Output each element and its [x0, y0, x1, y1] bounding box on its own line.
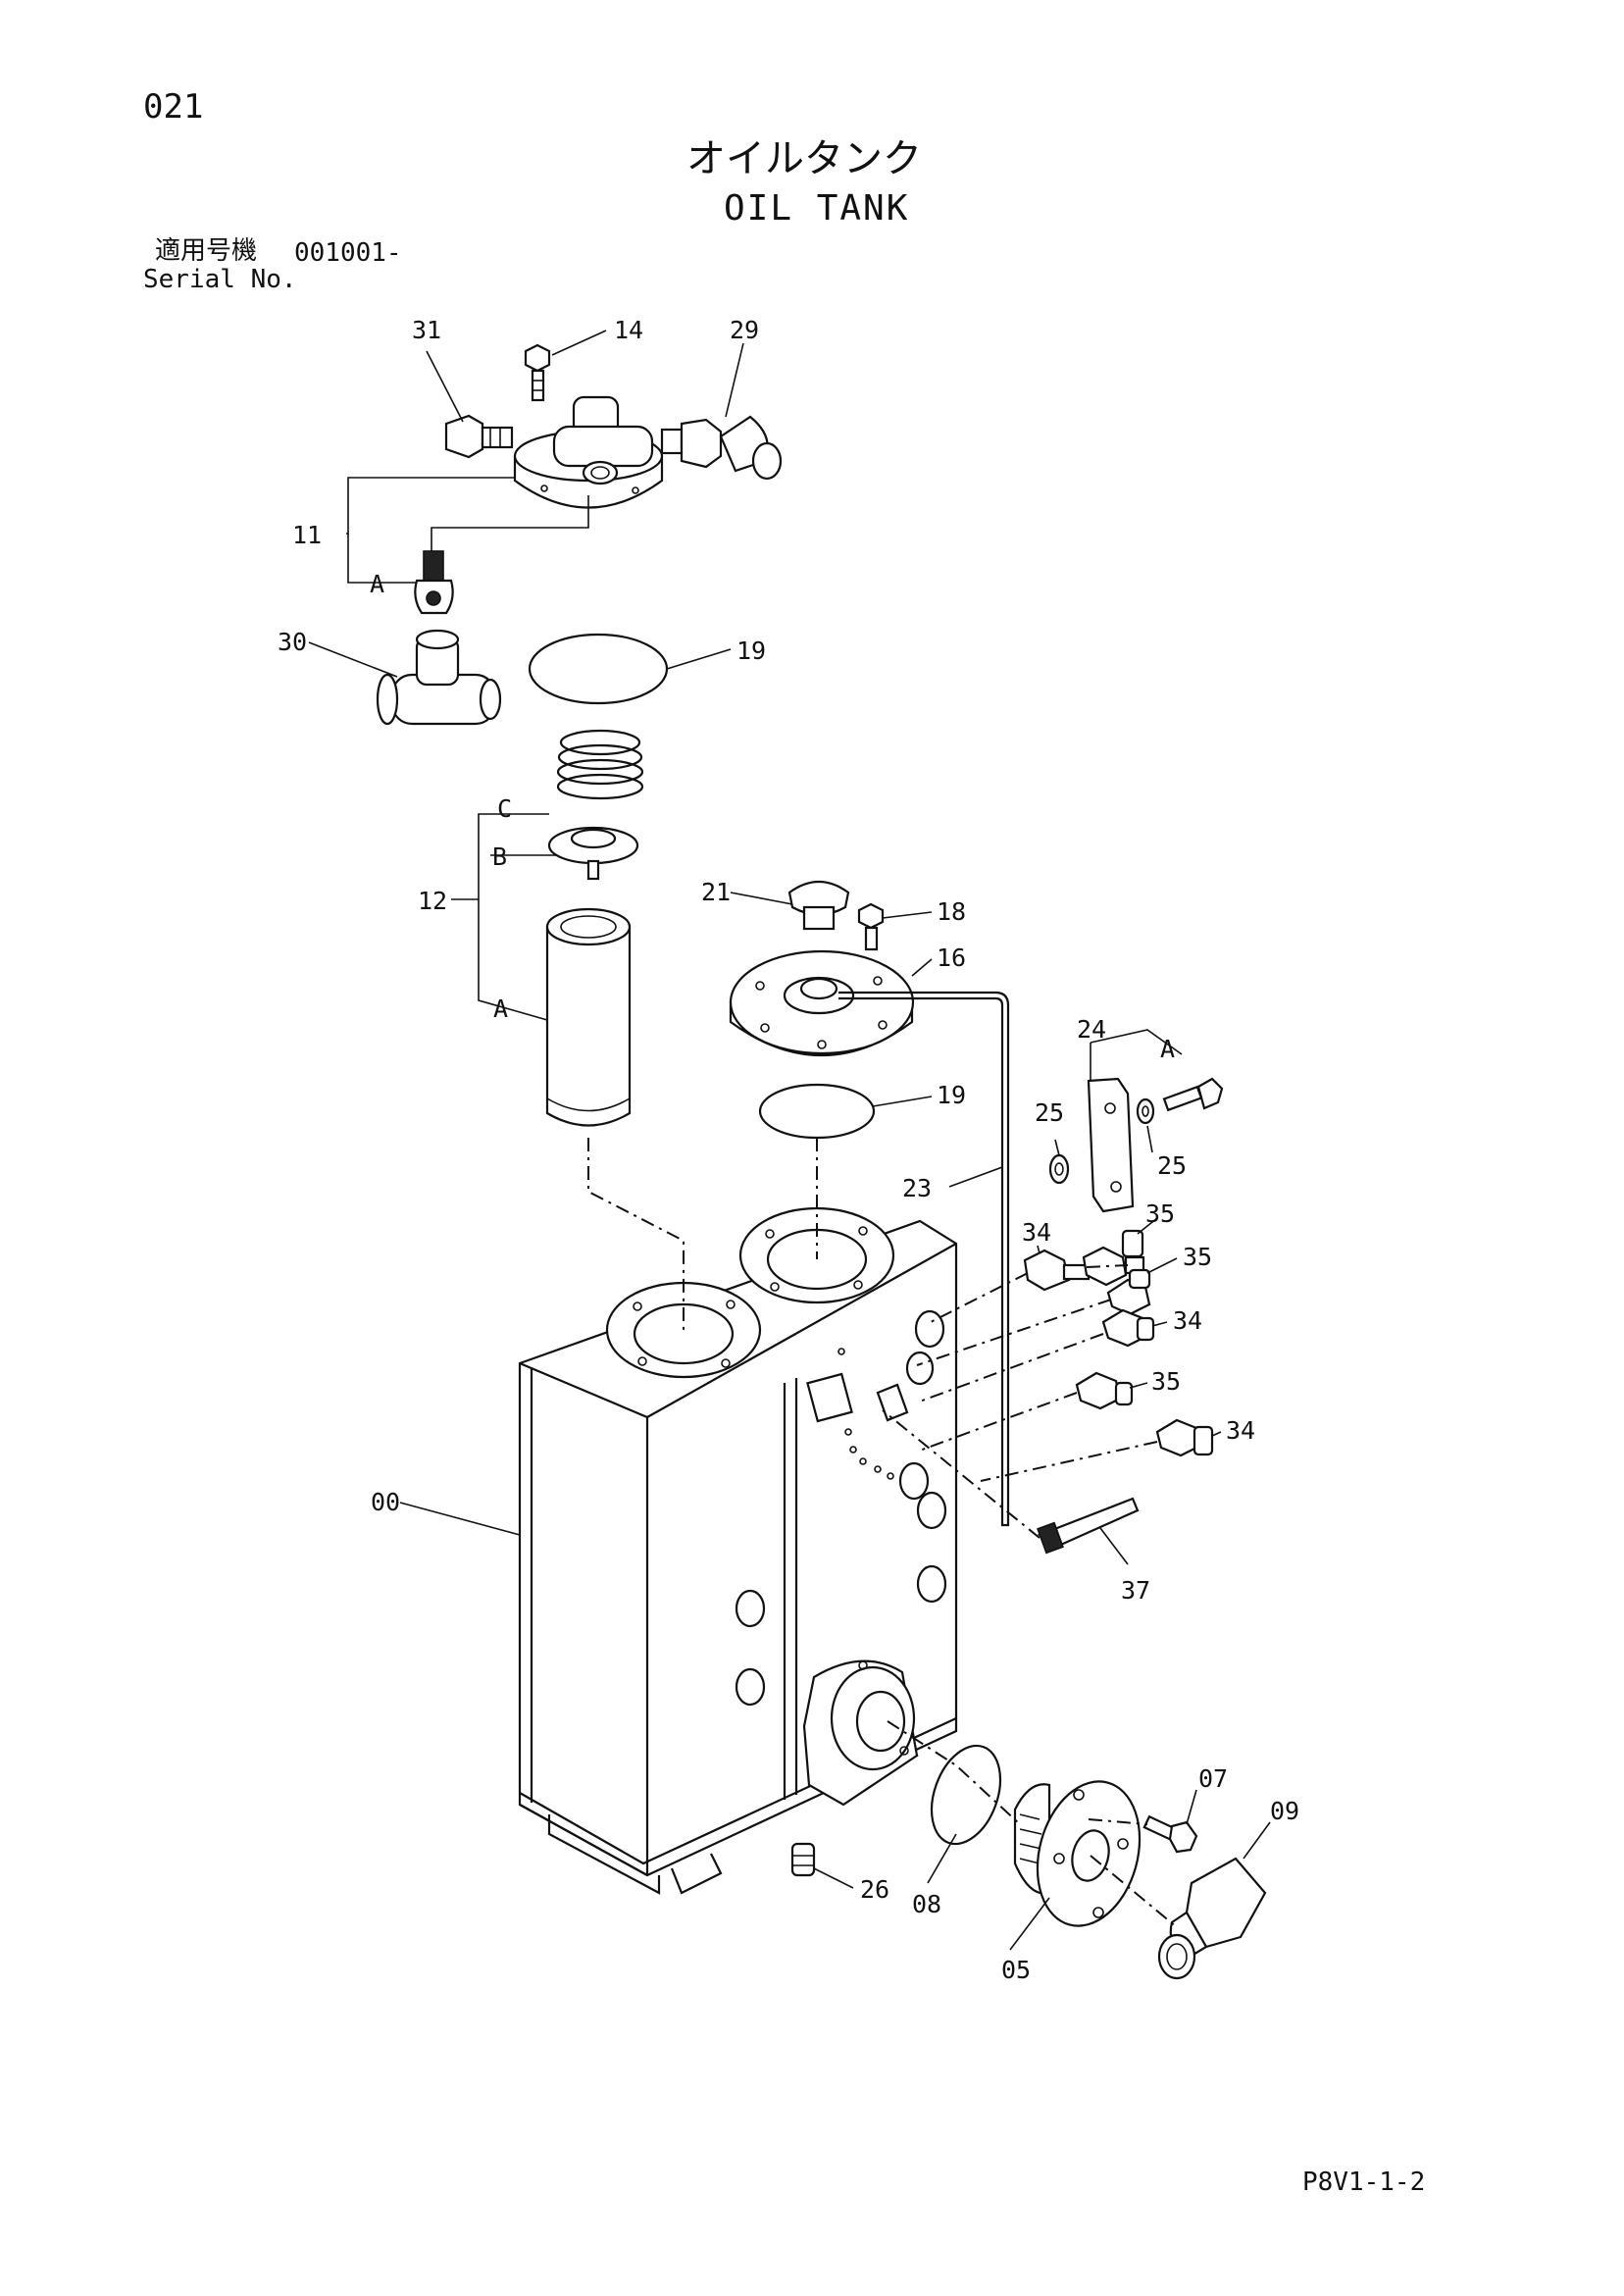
bracket-part-24 [1087, 1077, 1135, 1213]
elbow-part-09 [1157, 1857, 1267, 1980]
adapter-part-11a [414, 550, 454, 615]
drawing-code: P8V1-1-2 [1302, 2168, 1426, 2197]
callout-12-sub-c: C [497, 794, 512, 823]
fitting-part-34-b [1101, 1308, 1155, 1348]
washer-part-25-right [1136, 1097, 1155, 1125]
callout-07: 07 [1198, 1764, 1228, 1793]
bolt-part-14 [524, 343, 551, 402]
callout-35-b: 35 [1183, 1243, 1212, 1271]
callout-37: 37 [1121, 1576, 1150, 1605]
filter-head-part [513, 395, 664, 509]
callout-19-top: 19 [736, 637, 766, 665]
washer-part-25-left [1048, 1153, 1070, 1185]
tee-part-30 [376, 629, 502, 726]
pipe-part-23 [838, 991, 1010, 1527]
o-ring-part-19-top [528, 633, 669, 705]
plug-part-31 [444, 414, 514, 459]
callout-24: 24 [1077, 1015, 1106, 1044]
callout-30: 30 [278, 628, 307, 656]
bolt-part-24a [1162, 1077, 1224, 1112]
callout-14: 14 [614, 316, 643, 344]
callout-16: 16 [937, 944, 966, 972]
callout-34-c: 34 [1226, 1416, 1255, 1445]
callout-11-sub-a: A [370, 570, 384, 598]
serial-label-english: Serial No. [143, 265, 297, 294]
elbow-part-29 [660, 415, 783, 481]
callout-24-sub-a: A [1160, 1035, 1175, 1063]
callout-08: 08 [912, 1890, 941, 1918]
callout-12-sub-b: B [492, 842, 507, 871]
callout-18: 18 [937, 897, 966, 926]
callout-19-mid: 19 [937, 1081, 966, 1109]
serial-label-japanese: 適用号機 [155, 236, 258, 266]
callout-34-a: 34 [1022, 1218, 1051, 1247]
callout-05: 05 [1001, 1956, 1031, 1984]
o-ring-part-19-mid [758, 1083, 876, 1140]
o-ring-part-08 [930, 1744, 1002, 1846]
cover-part-16 [729, 949, 915, 1056]
callout-29: 29 [730, 316, 759, 344]
cap-part-21 [787, 881, 850, 931]
page-number: 021 [143, 87, 204, 127]
flange-part-05 [1013, 1780, 1142, 1927]
spring-part [556, 729, 644, 800]
fitting-part-35-c [1075, 1371, 1134, 1410]
title-japanese: オイルタンク [686, 136, 922, 181]
callout-11: 11 [292, 521, 322, 549]
leader-lines [308, 330, 1271, 1951]
callout-21: 21 [701, 878, 731, 906]
callout-31: 31 [412, 316, 441, 344]
callout-35-a: 35 [1145, 1199, 1175, 1228]
callout-00: 00 [371, 1488, 400, 1516]
callout-26: 26 [860, 1875, 889, 1904]
callout-34-b: 34 [1173, 1306, 1202, 1335]
callout-25-left: 25 [1035, 1098, 1064, 1127]
fitting-part-34-c [1155, 1418, 1214, 1457]
level-gauge-part-37 [1037, 1497, 1140, 1555]
bolt-part-18 [857, 902, 885, 951]
tank-body-part-00 [518, 1206, 958, 1895]
serial-range: 001001- [294, 238, 402, 268]
bolt-part-07 [1142, 1814, 1198, 1854]
fitting-part-34-a [1023, 1249, 1091, 1292]
fitting-part-35-b [1106, 1268, 1151, 1316]
drain-plug-part-26 [790, 1842, 816, 1877]
callout-23: 23 [902, 1174, 932, 1202]
title-english: OIL TANK [724, 188, 910, 229]
callout-25-right: 25 [1157, 1151, 1187, 1180]
callout-12-sub-a: A [493, 995, 508, 1023]
valve-part [547, 826, 639, 881]
callout-35-c: 35 [1151, 1367, 1181, 1396]
callout-12: 12 [418, 887, 447, 915]
filter-element-part [545, 907, 632, 1127]
callout-09: 09 [1270, 1797, 1299, 1825]
